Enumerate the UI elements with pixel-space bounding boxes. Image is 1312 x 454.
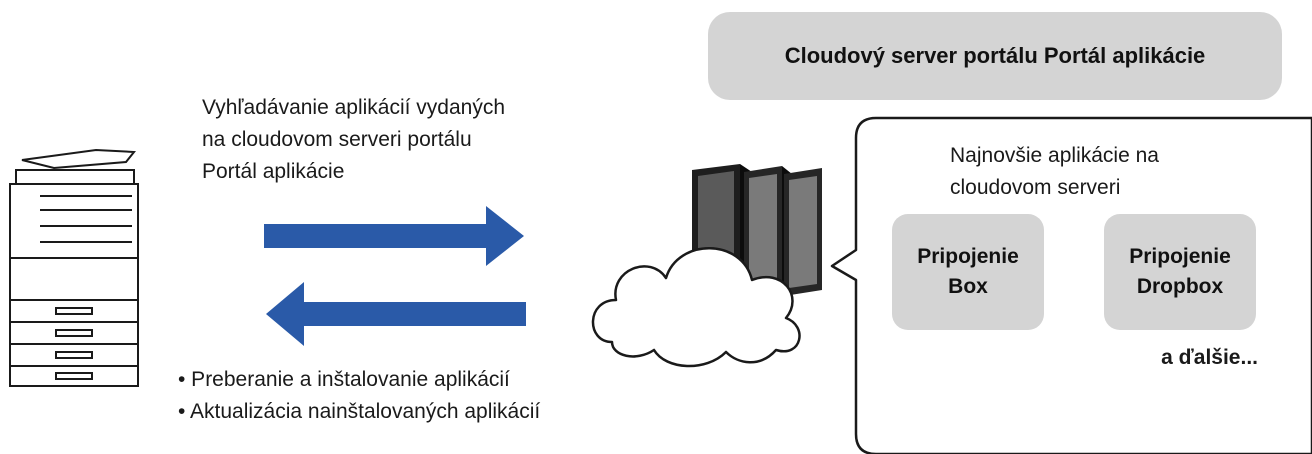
- app-box-connector-dropbox: Pripojenie Dropbox: [1104, 214, 1256, 330]
- printer-icon: [9, 148, 139, 387]
- bubble-title-line-2: cloudovom serveri: [950, 176, 1121, 199]
- action-item-update: • Aktualizácia nainštalovaných aplikácií: [178, 400, 541, 423]
- app-box-line-1: Pripojenie: [917, 245, 1019, 268]
- app-box-connector-box: Pripojenie Box: [892, 214, 1044, 330]
- arrow-left: [266, 282, 526, 346]
- search-line-3: Portál aplikácie: [202, 160, 345, 183]
- portal-server-title: Cloudový server portálu Portál aplikácie: [784, 43, 1206, 68]
- app-box-line-2: Box: [948, 275, 988, 298]
- download-actions-list: • Preberanie a inštalovanie aplikácií • …: [178, 364, 698, 428]
- app-box-line-1: Pripojenie: [1129, 245, 1231, 268]
- search-line-2: na cloudovom serveri portálu: [202, 128, 472, 151]
- bubble-title: Najnovšie aplikácie na cloudovom serveri: [950, 140, 1250, 204]
- arrow-right: [264, 206, 524, 266]
- action-item-download: • Preberanie a inštalovanie aplikácií: [178, 368, 510, 391]
- cloud-icon: [591, 247, 801, 368]
- bubble-title-line-1: Najnovšie aplikácie na: [950, 144, 1159, 167]
- and-more-label: a ďalšie...: [1161, 346, 1258, 369]
- portal-server-header: Cloudový server portálu Portál aplikácie: [708, 12, 1282, 100]
- search-description: Vyhľadávanie aplikácií vydaných na cloud…: [202, 92, 642, 188]
- search-line-1: Vyhľadávanie aplikácií vydaných: [202, 96, 506, 119]
- app-box-line-2: Dropbox: [1136, 275, 1224, 298]
